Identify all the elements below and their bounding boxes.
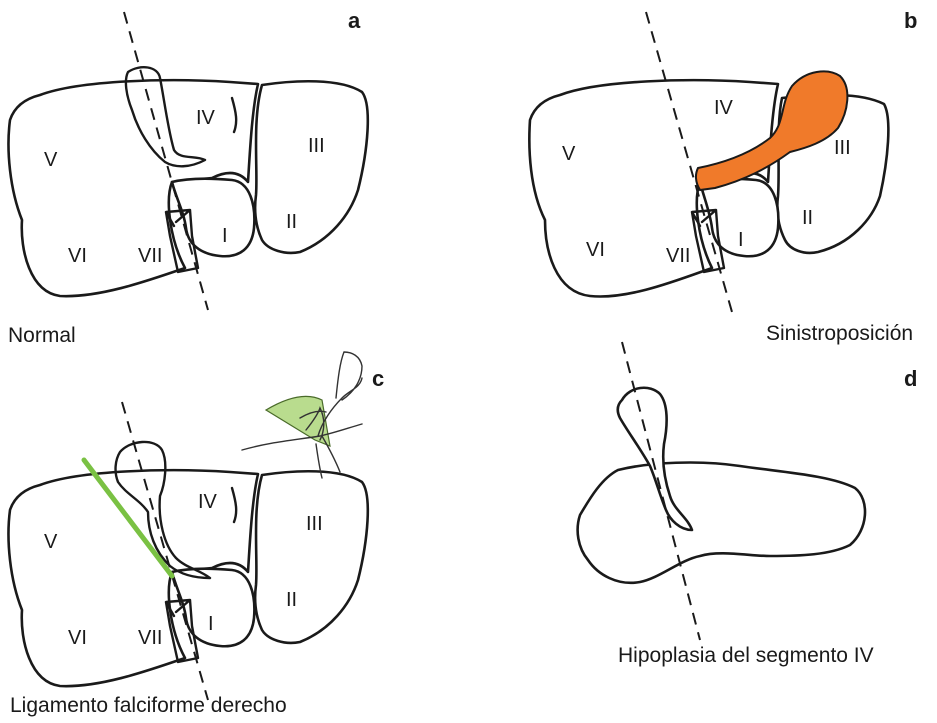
panel-b-segment-I: I [738, 229, 744, 251]
panel-a-liver-left-lobe [255, 81, 368, 253]
panel-b-segment-VII: VII [666, 245, 690, 267]
panel-a-segment-IV: IV [196, 107, 216, 129]
panel-a-caption: Normal [8, 324, 76, 347]
panel-d-liver-outline [578, 463, 865, 583]
panel-c-segment-V: V [44, 531, 58, 553]
panel-b-segment-V: V [562, 143, 576, 165]
panel-c-segment-VII: VII [138, 627, 162, 649]
panel-c-segment-VI: VI [68, 627, 87, 649]
panel-c-letter: c [372, 366, 384, 391]
panel-d-caption: Hipoplasia del segmento IV [618, 644, 874, 667]
panel-a-segment-II: II [286, 211, 297, 233]
panel-c-liver-left-lobe [255, 471, 368, 643]
panel-b-letter: b [904, 8, 917, 33]
panel-a-letter: a [348, 8, 361, 33]
panel-a-segment-VI: VI [68, 245, 87, 267]
panel-a-segment-VII: VII [138, 245, 162, 267]
panel-c-segment-III: III [306, 513, 323, 535]
panel-a-segment-III: III [308, 135, 325, 157]
panel-a: I II III IV V VI VII a Normal [8, 8, 368, 347]
panel-c-segment-IV: IV [198, 491, 218, 513]
panel-b-segment-IV: IV [714, 97, 734, 119]
panel-b-segment-III: III [834, 137, 851, 159]
panel-b-caption: Sinistroposición [766, 322, 913, 345]
panel-d-letter: d [904, 366, 917, 391]
panel-a-segment-V: V [44, 149, 58, 171]
panel-c-segment-I: I [208, 613, 214, 635]
panel-a-caudate-lobe [172, 179, 254, 257]
panel-b: I II III IV V VI VII b Sinistroposición [529, 8, 917, 345]
panel-c: I II III IV V VI VII c Ligamento falcifo… [9, 352, 385, 717]
panel-a-segment-I: I [222, 225, 228, 247]
panel-d: d Hipoplasia del segmento IV [578, 342, 918, 667]
panel-b-segment-II: II [802, 207, 813, 229]
panel-b-segment-VI: VI [586, 239, 605, 261]
panel-c-caption: Ligamento falciforme derecho [10, 694, 287, 717]
panel-c-segment-II: II [286, 589, 297, 611]
